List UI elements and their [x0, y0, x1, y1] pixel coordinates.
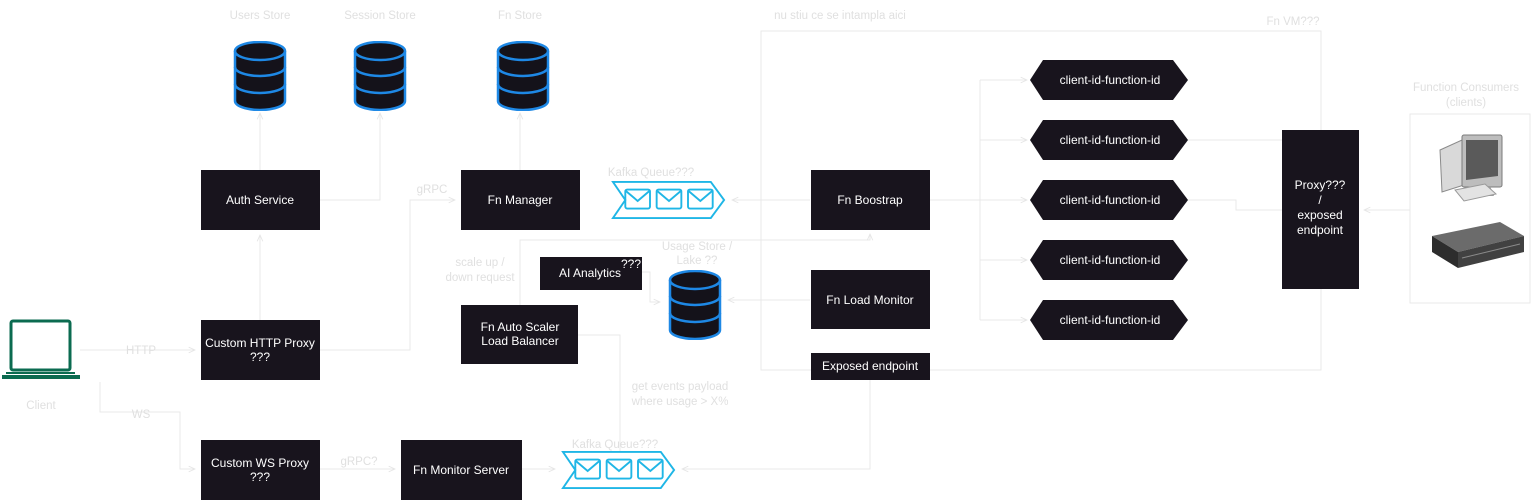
function-instance[interactable]: client-id-function-id — [1030, 60, 1188, 100]
fn-load-monitor-label: Fn Load Monitor — [826, 293, 913, 307]
function-instance[interactable]: client-id-function-id — [1030, 300, 1188, 340]
proxy-label-line3: exposed — [1297, 208, 1342, 222]
events-label-line1: get events payload — [632, 381, 729, 393]
kafka-bottom-label: Kafka Queue??? — [572, 439, 658, 451]
users-store-label: Users Store — [230, 10, 291, 22]
session-store-label: Session Store — [344, 10, 416, 22]
exposed-endpoint-box[interactable]: Exposed endpoint — [811, 353, 930, 380]
grpc-top-label: gRPC — [417, 184, 448, 196]
vm-note-label: nu stiu ce se intampla aici — [774, 10, 906, 22]
function-label: client-id-function-id — [1060, 193, 1161, 207]
fn-monitor-server-box[interactable]: Fn Monitor Server — [401, 440, 522, 500]
fn-manager-label: Fn Manager — [488, 193, 553, 207]
ai-analytics-box[interactable]: AI Analytics ??? — [540, 257, 642, 290]
function-consumers-container — [1409, 113, 1531, 304]
kafka-top-label: Kafka Queue??? — [608, 167, 694, 179]
exposed-endpoint-label: Exposed endpoint — [822, 359, 919, 373]
custom-http-proxy-box[interactable]: Custom HTTP Proxy ??? — [201, 320, 320, 380]
function-label: client-id-function-id — [1060, 133, 1161, 147]
proxy-exposed-endpoint-box[interactable]: Proxy??? / exposed endpoint — [1282, 130, 1359, 289]
ai-analytics-question: ??? — [621, 257, 641, 271]
fn-manager-box[interactable]: Fn Manager — [461, 170, 580, 230]
ws-proxy-label-line1: Custom WS Proxy — [211, 456, 309, 470]
fn-store-database-icon — [496, 41, 550, 111]
proxy-label-line4: endpoint — [1297, 223, 1344, 237]
function-label: client-id-function-id — [1060, 73, 1161, 87]
laptop-icon — [2, 319, 80, 379]
ws-label: WS — [132, 409, 151, 421]
kafka-queue-bottom-icon — [561, 451, 676, 489]
proxy-label-line2: / — [1318, 193, 1322, 207]
usage-store-database-icon — [668, 270, 722, 340]
auth-service-box[interactable]: Auth Service — [201, 170, 320, 230]
fn-boostrap-box[interactable]: Fn Boostrap — [811, 170, 930, 230]
function-label: client-id-function-id — [1060, 253, 1161, 267]
ws-proxy-label-line2: ??? — [250, 470, 270, 484]
usage-store-label-line1: Usage Store / — [662, 241, 733, 253]
edge-client-ws — [99, 382, 195, 469]
fn-vm-label: Fn VM??? — [1266, 16, 1319, 28]
auto-scaler-label-line2: Load Balancer — [481, 334, 558, 348]
scale-label-line1: scale up / — [455, 257, 505, 269]
fn-monitor-server-label: Fn Monitor Server — [413, 463, 509, 477]
client-label: Client — [26, 400, 56, 412]
function-label: client-id-function-id — [1060, 313, 1161, 327]
events-label-line2: where usage > X% — [631, 396, 729, 408]
proxy-label-line1: Proxy??? — [1295, 178, 1346, 192]
fn-boostrap-label: Fn Boostrap — [837, 193, 903, 207]
function-instance[interactable]: client-id-function-id — [1030, 180, 1188, 220]
auto-scaler-label-line1: Fn Auto Scaler — [481, 320, 560, 334]
function-instance[interactable]: client-id-function-id — [1030, 240, 1188, 280]
fn-load-monitor-box[interactable]: Fn Load Monitor — [811, 270, 930, 329]
ai-analytics-label: AI Analytics — [559, 266, 621, 280]
diagram-labels: Users Store Session Store Fn Store nu st… — [26, 10, 1519, 468]
edge-autoscaler-boostrap — [519, 234, 870, 305]
edge-auth-session — [320, 113, 380, 201]
consumers-label-line2: (clients) — [1446, 97, 1486, 109]
http-label: HTTP — [126, 345, 156, 357]
edge-autoscaler-events — [578, 334, 621, 460]
edge-ai-usage — [642, 271, 660, 302]
kafka-queue-top-icon — [611, 181, 726, 219]
function-instance[interactable]: client-id-function-id — [1030, 120, 1188, 160]
auth-service-label: Auth Service — [226, 193, 294, 207]
http-proxy-label-line1: Custom HTTP Proxy — [205, 336, 315, 350]
scale-label-line2: down request — [445, 272, 515, 284]
edge-endpoint-queue — [682, 380, 871, 469]
http-proxy-label-line2: ??? — [250, 350, 270, 364]
server-device-icon — [1432, 222, 1524, 268]
custom-ws-proxy-box[interactable]: Custom WS Proxy ??? — [201, 440, 320, 500]
desktop-computer-icon — [1439, 134, 1503, 202]
fn-auto-scaler-box[interactable]: Fn Auto Scaler Load Balancer — [461, 305, 578, 364]
edge-proxy-f3 — [1180, 200, 1282, 211]
connections — [80, 80, 1410, 469]
session-store-database-icon — [353, 41, 407, 111]
users-store-database-icon — [233, 41, 287, 111]
fn-store-label: Fn Store — [498, 10, 542, 22]
usage-store-label-line2: Lake ?? — [677, 255, 718, 267]
consumers-label-line1: Function Consumers — [1413, 82, 1519, 94]
grpc-bottom-label: gRPC? — [340, 456, 377, 468]
edge-http-manager — [320, 200, 455, 351]
